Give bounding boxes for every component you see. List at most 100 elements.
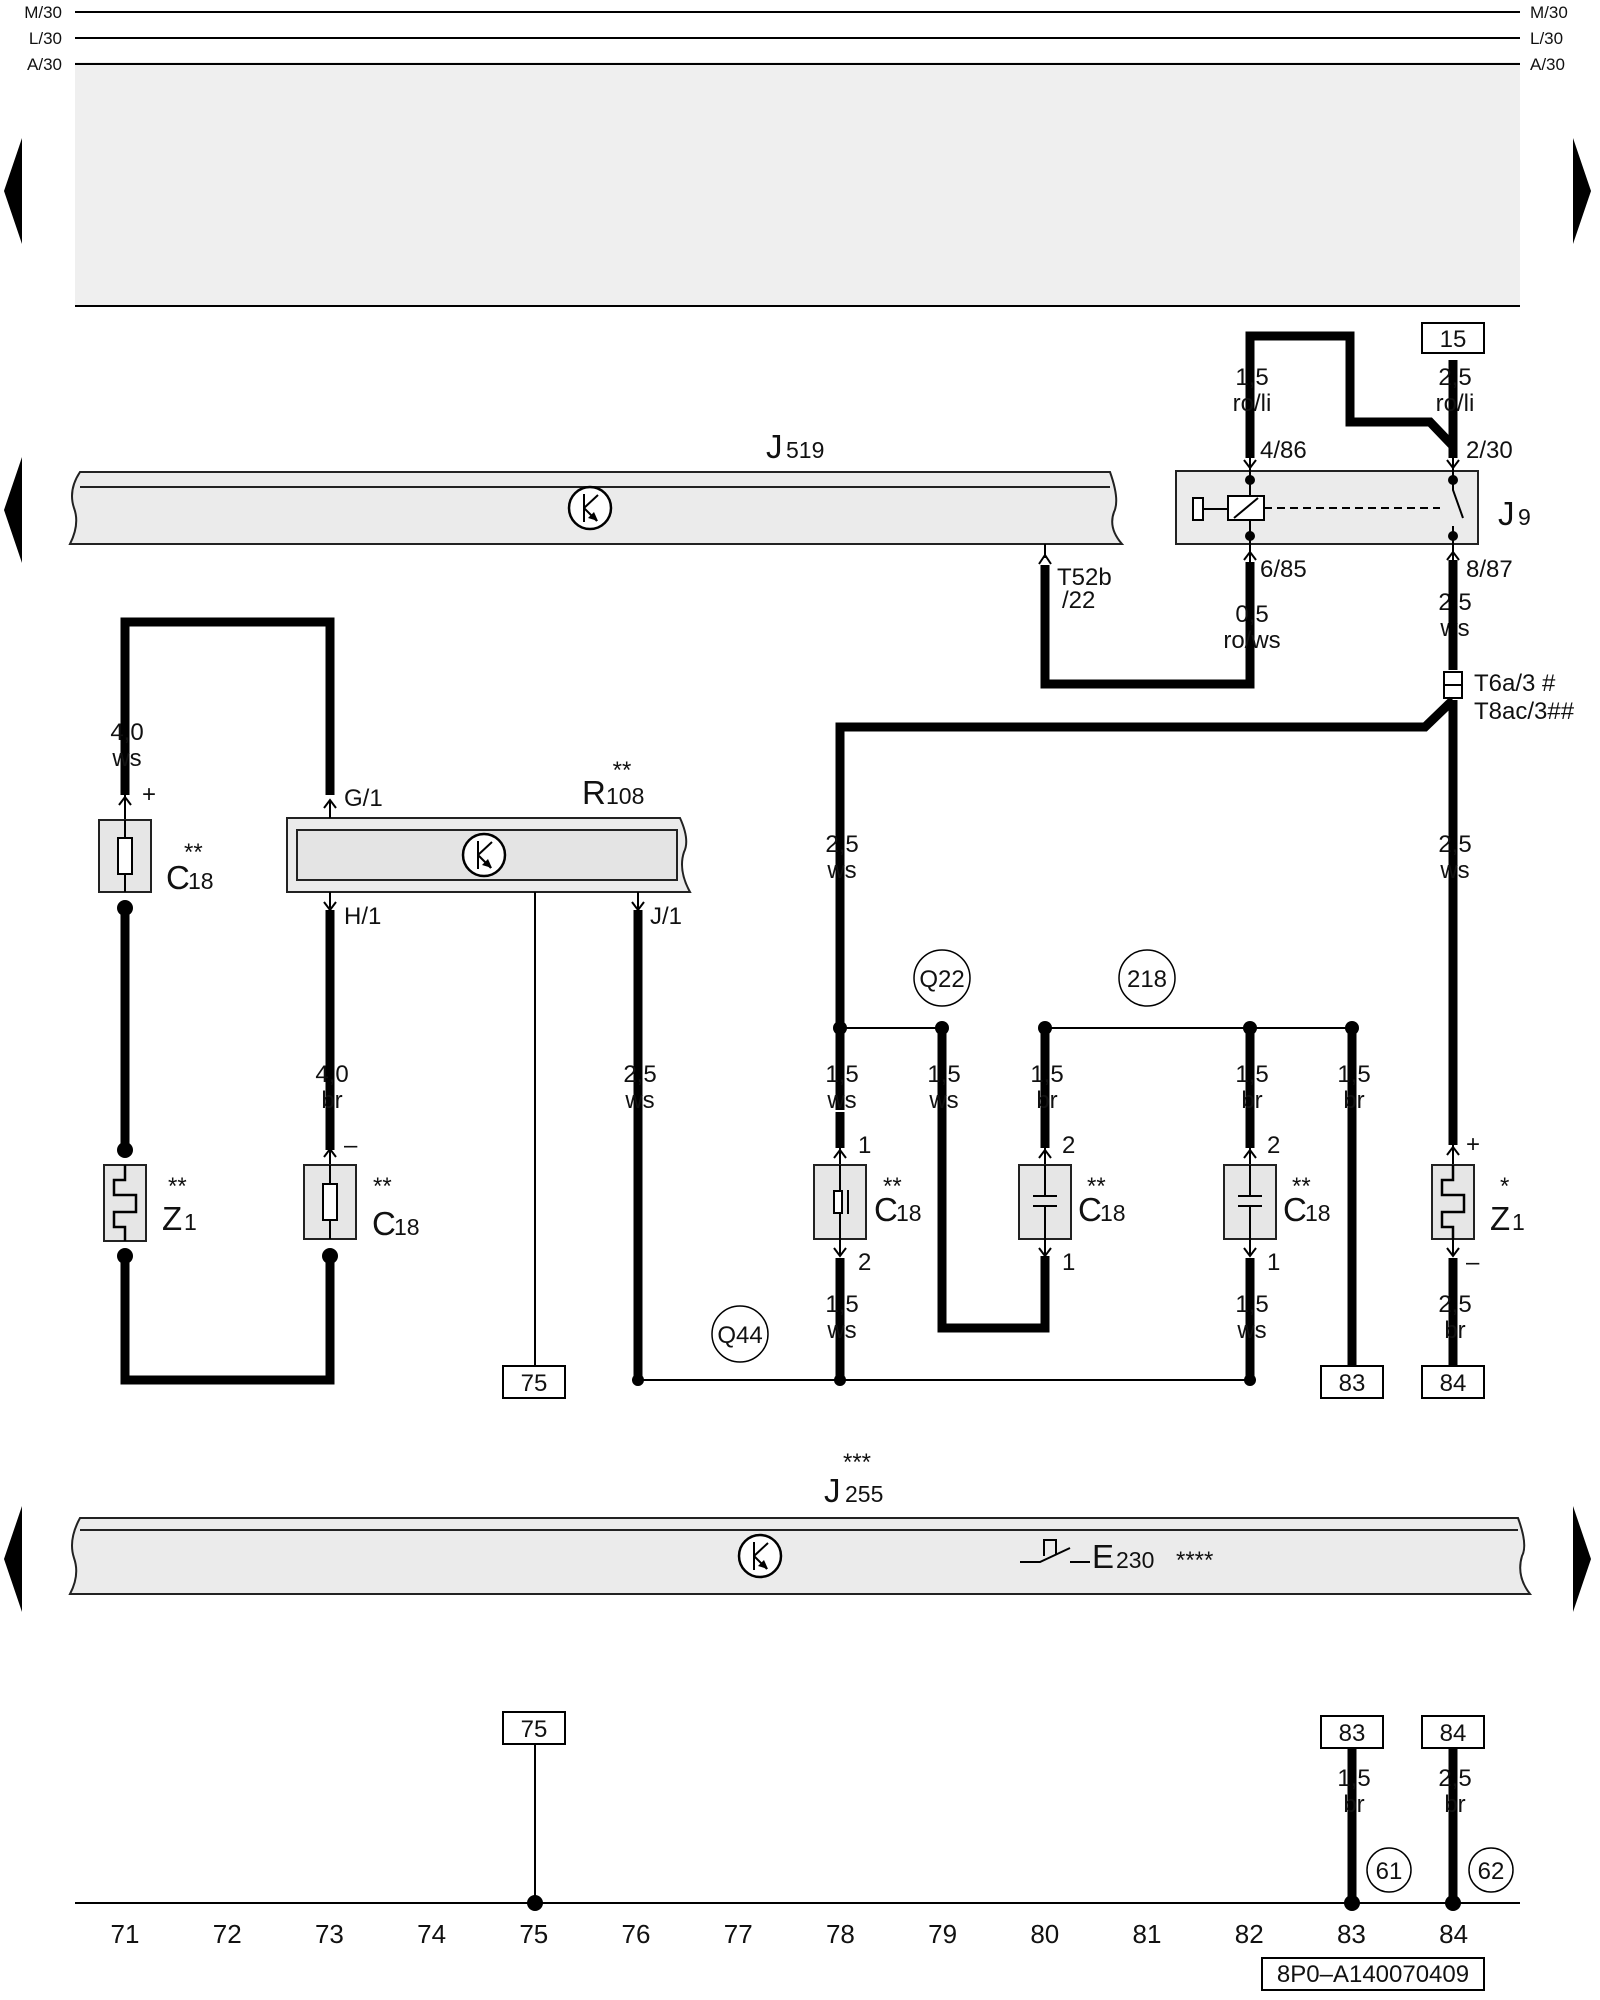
pin-c18c-1: 1 [858, 1132, 871, 1159]
wire-size-c82-bot: 1,5 [1235, 1291, 1268, 1318]
rail-label-a30-right: A/30 [1530, 55, 1565, 74]
control-unit-j255: *** J 255 E 230 **** [68, 1449, 1533, 1595]
c18d-num: 18 [1100, 1200, 1126, 1226]
pin-j9-6-85: 6/85 [1260, 556, 1307, 583]
connector-t6a-label: T6a/3 # [1474, 670, 1556, 697]
component-c18-a: ** C 18 [98, 819, 214, 896]
c18e-mark: ** [1292, 1173, 1311, 1200]
rail-label-l30-left: L/30 [29, 29, 62, 48]
wire-color-j9-in-right: ro/li [1436, 390, 1475, 417]
wire-size-g83: 1,5 [1337, 1765, 1370, 1792]
current-track-81: 81 [1133, 1919, 1162, 1949]
j519-code: J [766, 428, 783, 465]
current-track-74: 74 [417, 1919, 446, 1949]
component-c18-e: ** C 18 [1223, 1164, 1331, 1240]
wire-color-r108-j1: ws [624, 1087, 654, 1114]
c18a-mark: ** [184, 839, 203, 866]
connector-q22-label: Q22 [919, 966, 964, 993]
wire-color-c80-top: br [1036, 1087, 1057, 1114]
current-track-79: 79 [928, 1919, 957, 1949]
current-track-75: 75 [519, 1919, 548, 1949]
wire-size-c84-bot: 2,5 [1438, 1291, 1471, 1318]
z1a-mark: ** [168, 1173, 187, 1200]
ground-61-label: 61 [1376, 1858, 1403, 1885]
current-track-80: 80 [1030, 1919, 1059, 1949]
connector-218-label: 218 [1127, 966, 1167, 993]
r108-mark: ** [613, 757, 632, 784]
c18b-num: 18 [394, 1214, 420, 1240]
z1b-mark: * [1500, 1173, 1509, 1200]
wire-size-c78-top: 1,5 [825, 1061, 858, 1088]
current-track-83: 83 [1337, 1919, 1366, 1949]
wire-color-g84: br [1444, 1791, 1465, 1818]
wire-size-col-84-mid: 2,5 [1438, 831, 1471, 858]
wire-size-c80-top: 1,5 [1030, 1061, 1063, 1088]
current-track-84: 84 [1439, 1919, 1468, 1949]
j255-continues-left-arrow-icon[interactable] [4, 1506, 22, 1612]
pin-z1b-minus: – [1466, 1249, 1480, 1276]
current-track-76: 76 [622, 1919, 651, 1949]
pin-c18d-2: 2 [1062, 1132, 1075, 1159]
wire-size-c18a-top: 4,0 [110, 719, 143, 746]
terminal-15-label: 15 [1440, 326, 1467, 353]
current-track-73: 73 [315, 1919, 344, 1949]
c18c-code: C [874, 1191, 898, 1228]
pin-t52b: T52b [1057, 564, 1112, 591]
r108-code: R [582, 774, 606, 811]
pin-c18a-plus: + [142, 781, 156, 808]
c18a-num: 18 [188, 868, 214, 894]
component-c18-d: ** C 18 [1018, 1164, 1126, 1240]
z1b-num: 1 [1512, 1209, 1525, 1235]
pin-j9-4-86: 4/86 [1260, 437, 1307, 464]
wire-size-j9-in-left: 1,5 [1235, 364, 1268, 391]
wire-color-c82-top: br [1241, 1087, 1262, 1114]
connector-q44-circle [711, 1305, 769, 1363]
j519-continues-left-arrow-icon[interactable] [4, 457, 22, 563]
current-track-77: 77 [724, 1919, 753, 1949]
j255-num: 255 [845, 1481, 883, 1507]
c18a-code: C [166, 859, 190, 896]
wire-size-c82-top: 1,5 [1235, 1061, 1268, 1088]
wire-size-g84: 2,5 [1438, 1765, 1471, 1792]
c18e-num: 18 [1305, 1200, 1331, 1226]
diagram-id: 8P0–A140070409 [1277, 1961, 1469, 1988]
wire-color-c84-bot: br [1444, 1317, 1465, 1344]
c18c-num: 18 [896, 1200, 922, 1226]
wire-color-c83-top: br [1343, 1087, 1364, 1114]
next-page-arrow-icon[interactable] [1573, 138, 1591, 244]
connector-t8ac-label: T8ac/3## [1474, 698, 1575, 725]
terminal-75-lower-label: 75 [521, 1716, 548, 1743]
pin-r108-g1: G/1 [344, 785, 383, 812]
wire-color-c78-bot: ws [826, 1317, 856, 1344]
wire-color-j9-in-left: ro/li [1233, 390, 1272, 417]
pin-r108-j1: J/1 [650, 903, 682, 930]
rail-label-m30-right: M/30 [1530, 3, 1568, 22]
wire-size-j9-out-left: 0,5 [1235, 601, 1268, 628]
terminal-84-upper-label: 84 [1440, 1370, 1467, 1397]
terminal-75-upper-label: 75 [521, 1370, 548, 1397]
rail-label-l30-right: L/30 [1530, 29, 1563, 48]
component-c18-c: ** C 18 [813, 1164, 922, 1240]
terminal-84-upper-box [1421, 1365, 1485, 1399]
pin-j9-8-87: 8/87 [1466, 556, 1513, 583]
pin-r108-h1: H/1 [344, 903, 381, 930]
ground-61-circle [1366, 1847, 1412, 1893]
wire-color-c18a-top: ws [111, 745, 141, 772]
control-unit-j519: J 519 [68, 428, 1125, 545]
current-track-78: 78 [826, 1919, 855, 1949]
component-z1-a: ** Z 1 [103, 1164, 197, 1242]
e230-num: 230 [1116, 1547, 1154, 1573]
wire-color-c78-top: ws [826, 1087, 856, 1114]
relay-j9: J 9 [1175, 470, 1531, 545]
pin-c18e-2: 2 [1267, 1132, 1280, 1159]
terminal-84-lower-label: 84 [1440, 1720, 1467, 1747]
current-track-72: 72 [213, 1919, 242, 1949]
j9-code: J [1498, 495, 1515, 532]
prev-page-arrow-icon[interactable] [4, 138, 22, 244]
c18e-code: C [1283, 1191, 1307, 1228]
wire-color-col-84-mid: ws [1439, 857, 1469, 884]
ground-62-circle [1468, 1847, 1514, 1893]
e230-code: E [1092, 1538, 1114, 1575]
j255-continues-right-arrow-icon[interactable] [1573, 1506, 1591, 1612]
